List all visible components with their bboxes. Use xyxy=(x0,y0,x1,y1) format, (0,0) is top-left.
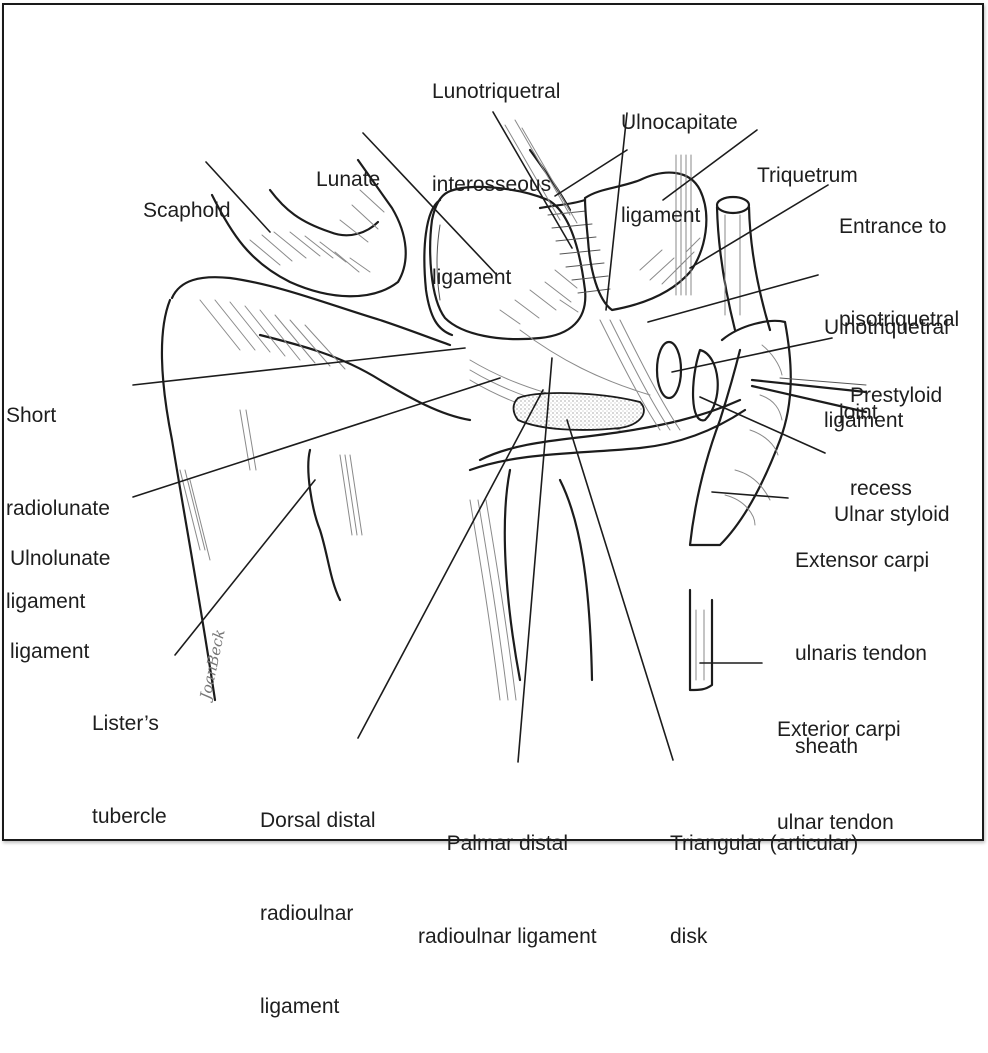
radius-bone xyxy=(160,276,472,702)
retractor-probe xyxy=(750,377,868,414)
label-line: interosseous xyxy=(432,173,552,196)
label-ulnocapitate-ligament: Ulnocapitate ligament xyxy=(621,45,738,262)
label-lunate: Lunate xyxy=(316,102,380,226)
label-short-radiolunate-ligament: Short radiolunate ligament xyxy=(6,338,110,648)
label-line: ulnar tendon xyxy=(777,811,894,834)
label-line: Palmar distal xyxy=(446,832,568,855)
label-dorsal-distal-radioulnar-ligament: Dorsal distal radioulnar ligament xyxy=(260,743,376,1053)
label-line: ligament xyxy=(621,204,701,227)
leader-pisotriquetral xyxy=(689,184,829,269)
label-line: radiolunate xyxy=(6,497,110,520)
label-line: Prestyloid xyxy=(850,384,943,407)
leader-ulnolunate xyxy=(132,377,501,498)
figure-frame xyxy=(2,3,984,841)
scaphoid-bone xyxy=(210,158,407,298)
label-line: ulnaris tendon xyxy=(795,642,927,665)
leader-listers xyxy=(174,479,316,656)
label-palmar-distal-radioulnar-ligament: Palmar distal radioulnar ligament xyxy=(418,766,597,983)
wrist-illustration: JoanBeck xyxy=(132,111,868,763)
artist-signature: JoanBeck xyxy=(196,628,229,704)
leader-lunate xyxy=(362,132,497,275)
label-line: Triangular (articular) xyxy=(670,832,859,855)
label-line: Exterior carpi xyxy=(777,718,901,741)
label-line: disk xyxy=(670,925,708,948)
label-ecu-tendon-sheath: Extensor carpi ulnaris tendon sheath xyxy=(795,483,929,793)
label-line: Lunate xyxy=(316,168,381,191)
label-line: Short xyxy=(6,404,57,427)
leader-prestyloid xyxy=(671,337,833,373)
leader-lunotriquetral xyxy=(492,111,573,249)
label-line: radioulnar xyxy=(260,902,354,925)
label-line: Ulnar styloid xyxy=(834,503,950,526)
label-line: recess xyxy=(850,477,912,500)
leader-short-radiolunate xyxy=(132,347,466,386)
leader-palmar-druj xyxy=(517,357,553,763)
ecu-tendon xyxy=(688,195,772,692)
leader-ulnar-styloid xyxy=(699,396,826,454)
leader-lines xyxy=(132,111,833,763)
leader-ulnotriquetral xyxy=(647,274,819,323)
label-line: Extensor carpi xyxy=(795,549,930,572)
label-line: ligament xyxy=(824,409,904,432)
label-ulnolunate-ligament: Ulnolunate ligament xyxy=(10,481,110,698)
leader-dorsal-druj xyxy=(357,389,544,739)
label-line: ligament xyxy=(10,640,90,663)
ecu-tendon-sheath xyxy=(688,319,792,547)
label-prestyloid-recess: Prestyloid recess xyxy=(850,318,942,535)
label-line: Ulnotriquetral xyxy=(824,316,949,339)
label-line: Lunotriquetral xyxy=(432,80,561,103)
label-line: joint xyxy=(839,401,878,424)
label-line: pisotriquetral xyxy=(839,308,960,331)
label-line: Entrance to xyxy=(839,215,947,238)
leader-ulnocapitate-b xyxy=(554,149,628,197)
label-line: Dorsal distal xyxy=(260,809,376,832)
label-line: tubercle xyxy=(92,805,167,828)
leader-tfc-disk xyxy=(566,419,674,761)
label-lunotriquetral-ligament: Lunotriquetral interosseous ligament xyxy=(432,14,560,324)
leader-scaphoid xyxy=(205,161,271,233)
triangular-disk xyxy=(512,392,645,431)
leader-ecu-sheath xyxy=(711,491,789,499)
label-line: Triquetrum xyxy=(757,164,858,187)
label-ecu-tendon: Exterior carpi ulnar tendon xyxy=(777,652,901,869)
leader-ulnocapitate-a xyxy=(605,112,628,311)
label-line: radioulnar ligament xyxy=(418,925,597,948)
label-line: ligament xyxy=(260,995,340,1018)
label-listers-tubercle: Lister’s tubercle xyxy=(92,646,167,863)
leader-triquetrum xyxy=(662,129,758,201)
label-scaphoid: Scaphoid xyxy=(143,133,231,257)
label-line: Ulnocapitate xyxy=(621,111,738,134)
label-line: ligament xyxy=(6,590,86,613)
label-triquetrum: Triquetrum xyxy=(757,98,858,222)
lunotriquetral-ligament xyxy=(504,119,611,294)
label-ulnotriquetral-ligament: Ulnotriquetral ligament xyxy=(824,250,949,467)
label-line: sheath xyxy=(795,735,859,758)
label-line: Lister’s xyxy=(92,712,159,735)
label-line: Scaphoid xyxy=(143,199,231,222)
label-line: ligament xyxy=(432,266,512,289)
label-ulnar-styloid: Ulnar styloid xyxy=(834,437,950,561)
label-line: Ulnolunate xyxy=(10,547,111,570)
label-triangular-disk: Triangular (articular) disk xyxy=(670,766,858,983)
label-pisotriquetral-joint: Entrance to pisotriquetral joint xyxy=(839,149,959,459)
